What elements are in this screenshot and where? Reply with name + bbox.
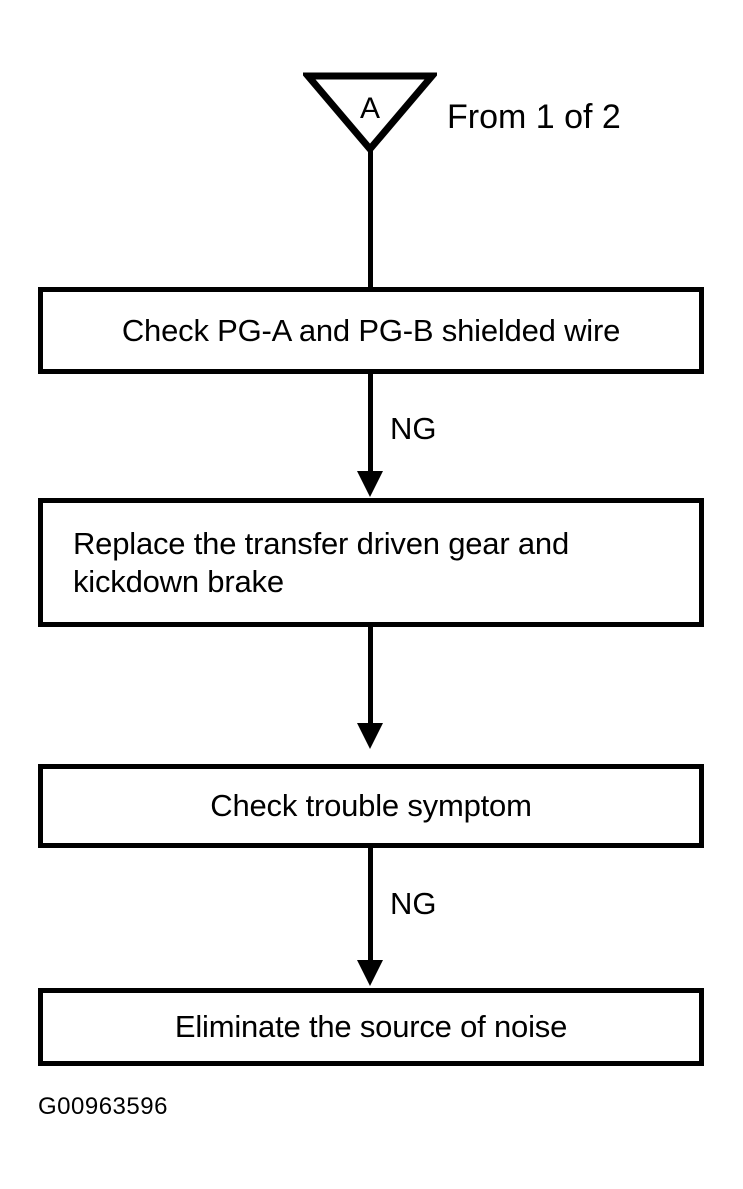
node-check-trouble-symptom[interactable]: Check trouble symptom — [38, 764, 704, 848]
edge-1-to-2-arrowhead — [357, 471, 383, 497]
triangle-icon — [300, 72, 440, 155]
edge-1-to-2-line — [368, 374, 373, 474]
edge-2-to-3-arrowhead — [357, 723, 383, 749]
node-check-trouble-symptom-label: Check trouble symptom — [210, 788, 532, 823]
node-eliminate-noise-label: Eliminate the source of noise — [174, 1009, 568, 1044]
node-replace-gear-line2: kickdown brake — [73, 563, 284, 599]
edge-1-to-2-label: NG — [390, 411, 437, 446]
node-replace-gear[interactable]: Replace the transfer driven gear and kic… — [38, 498, 704, 627]
edge-3-to-4-arrowhead — [357, 960, 383, 986]
node-replace-gear-label: Replace the transfer driven gear and kic… — [43, 525, 699, 601]
edge-3-to-4-line — [368, 848, 373, 963]
offpage-connector-triangle — [300, 70, 440, 155]
edge-2-to-3-line — [368, 627, 373, 726]
offpage-connector-letter: A — [359, 92, 380, 125]
edge-entry-to-1-line — [368, 146, 373, 289]
node-replace-gear-line1: Replace the transfer driven gear and — [73, 525, 569, 561]
figure-id-caption: G00963596 — [38, 1093, 168, 1120]
from-page-note: From 1 of 2 — [447, 98, 621, 136]
node-check-shielded-wire-label: Check PG-A and PG-B shielded wire — [121, 312, 621, 348]
node-eliminate-noise[interactable]: Eliminate the source of noise — [38, 988, 704, 1066]
node-check-shielded-wire[interactable]: Check PG-A and PG-B shielded wire — [38, 287, 704, 374]
edge-3-to-4-label: NG — [390, 886, 437, 921]
